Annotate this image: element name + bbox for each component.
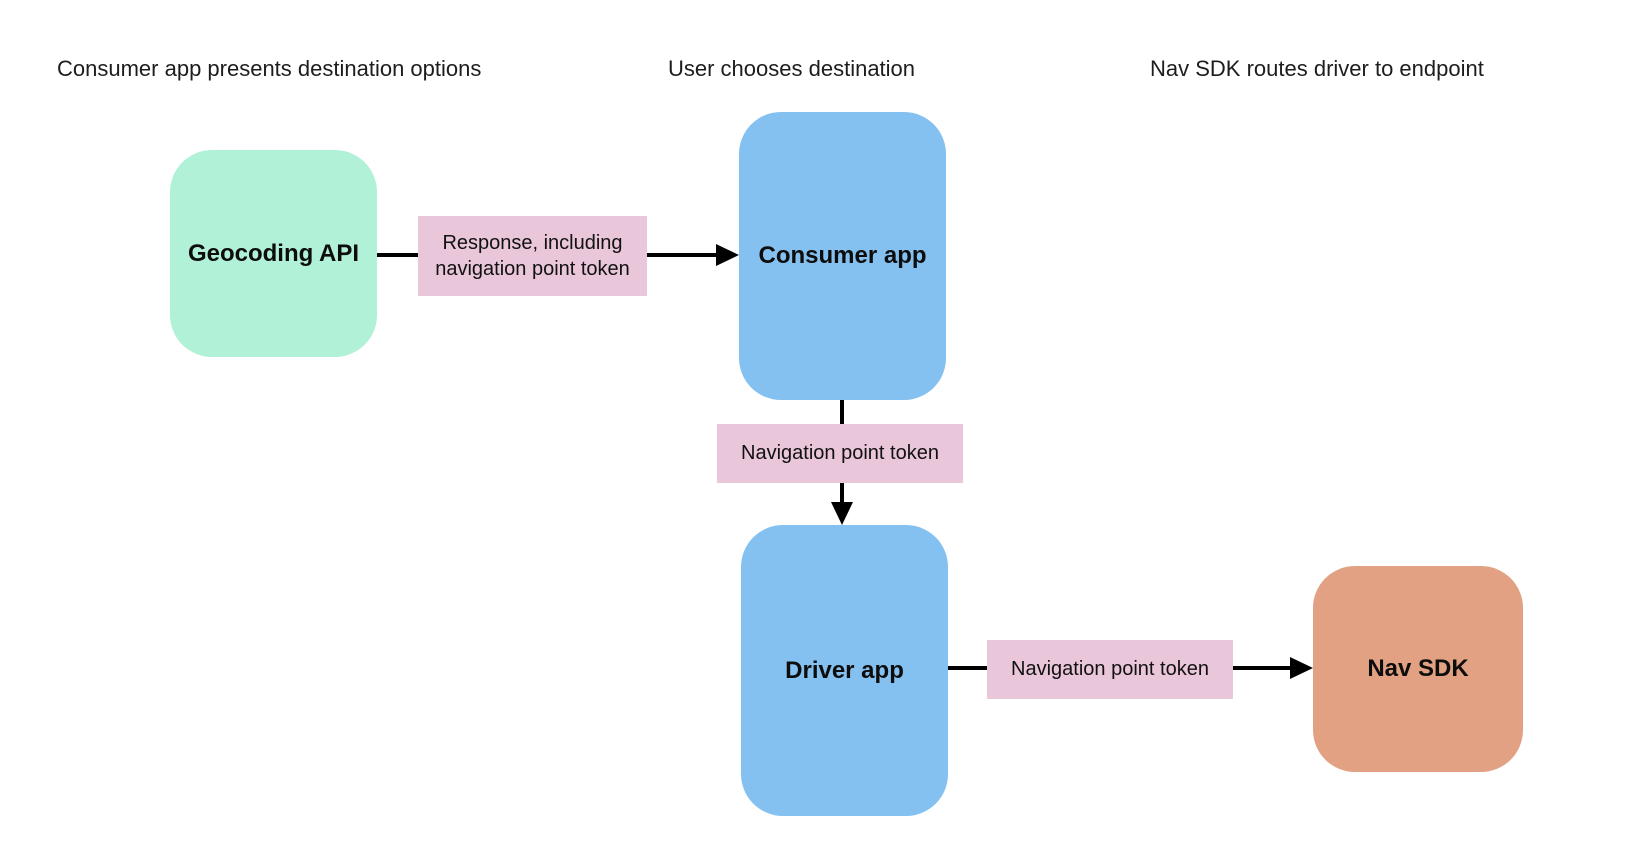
stage-header-consumer-presents: Consumer app presents destination option… [57, 56, 482, 81]
node-driver-app-label: Driver app [785, 656, 904, 684]
node-geocoding-api: Geocoding API [170, 150, 377, 357]
edge-label-navigation-point-token-2-text: Navigation point token [1011, 658, 1209, 681]
edge-label-response-token: Response, including navigation point tok… [418, 216, 647, 296]
arrowhead-down-icon [831, 502, 853, 525]
edge-label-response-token-text: Response, including navigation point tok… [435, 231, 630, 280]
node-nav-sdk: Nav SDK [1313, 566, 1523, 772]
arrowhead-right-icon [716, 244, 739, 266]
node-nav-sdk-label: Nav SDK [1367, 655, 1469, 682]
stage-header-user-chooses: User chooses destination [668, 56, 916, 81]
edge-label-navigation-point-token-1-text: Navigation point token [741, 442, 939, 465]
edge-label-navigation-point-token-1: Navigation point token [717, 424, 963, 483]
node-consumer-app: Consumer app [739, 112, 946, 400]
arrowhead-right-icon [1290, 657, 1313, 679]
edge-label-navigation-point-token-2: Navigation point token [987, 640, 1233, 699]
node-driver-app: Driver app [741, 525, 948, 816]
node-geocoding-api-label: Geocoding API [187, 239, 360, 267]
stage-header-navsdk-routes: Nav SDK routes driver to endpoint [1150, 56, 1484, 81]
node-consumer-app-label: Consumer app [758, 242, 927, 269]
